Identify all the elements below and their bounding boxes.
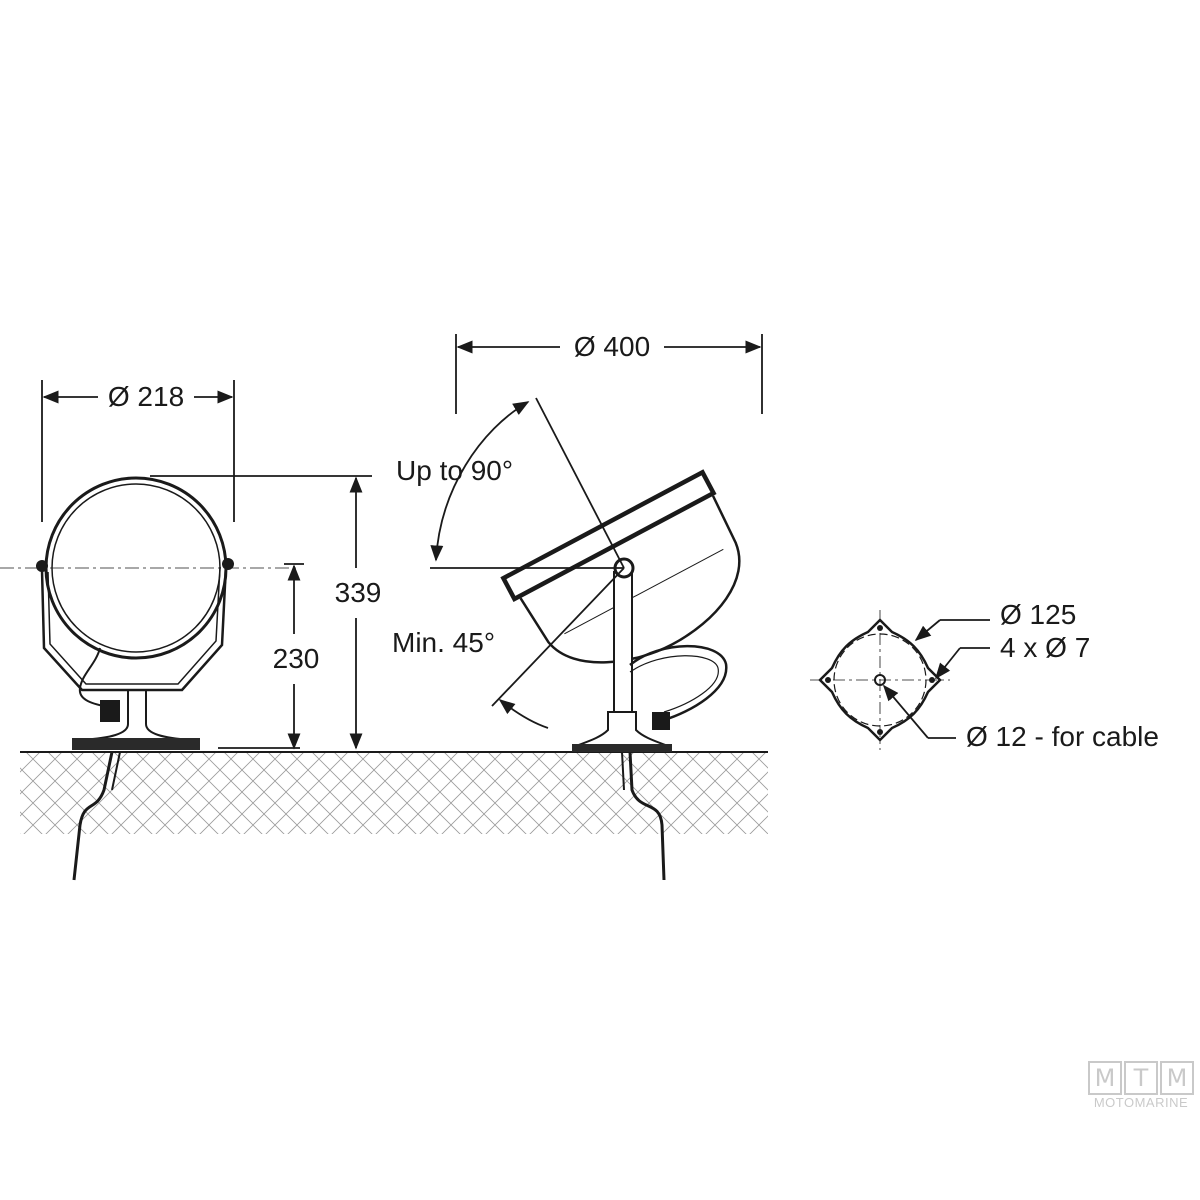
watermark-brand: MOTOMARINE — [1093, 1095, 1189, 1110]
tilt-up-label: Up to 90° — [396, 455, 513, 486]
tilt-min-label: Min. 45° — [392, 627, 495, 658]
pivot-height-label: 230 — [273, 643, 320, 674]
total-height-label: 339 — [335, 577, 382, 608]
cable-right — [621, 751, 666, 881]
dim-side-width — [455, 334, 763, 414]
side-width-label: Ø 400 — [574, 331, 650, 362]
watermark-letter: T — [1124, 1061, 1158, 1095]
watermark-letter: M — [1160, 1061, 1194, 1095]
base-plate-detail — [810, 610, 990, 750]
dim-front-width — [41, 380, 235, 522]
ground — [20, 751, 768, 834]
front-view-lamp — [0, 476, 300, 750]
front-width-label: Ø 218 — [108, 381, 184, 412]
cable-left — [72, 751, 121, 881]
watermark-letter: M — [1088, 1061, 1122, 1095]
tilt-angles — [430, 397, 625, 729]
side-view-lamp — [500, 469, 741, 752]
brand-watermark: M T M MOTOMARINE — [1088, 1061, 1194, 1110]
dim-heights — [150, 475, 372, 750]
cable-hole-label: Ø 12 - for cable — [966, 721, 1159, 752]
holes-label: 4 x Ø 7 — [1000, 632, 1090, 663]
bolt-circle-label: Ø 125 — [1000, 599, 1076, 630]
